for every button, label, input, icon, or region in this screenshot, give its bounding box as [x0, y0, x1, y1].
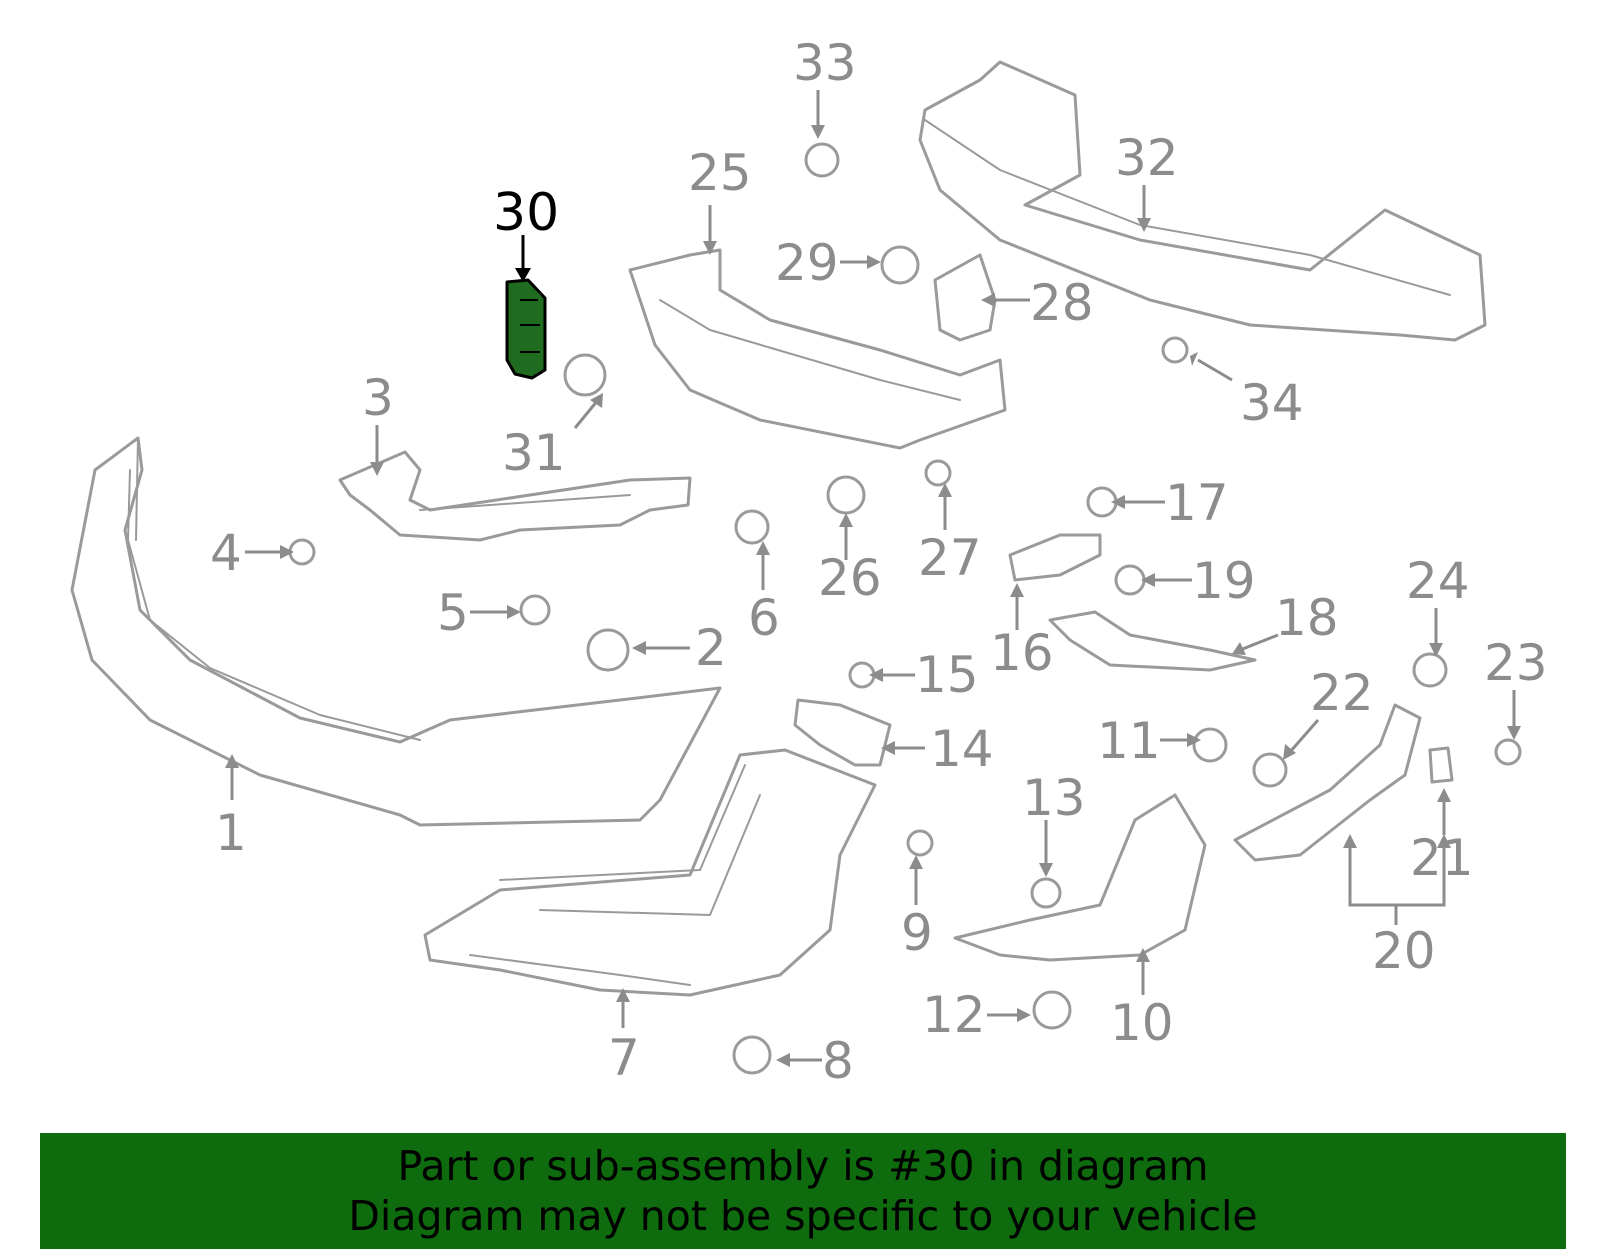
callout-5: 5 — [437, 584, 469, 642]
callout-17: 17 — [1165, 474, 1229, 532]
callout-7: 7 — [608, 1029, 640, 1087]
callout-26: 26 — [818, 549, 882, 607]
fastener-19 — [1114, 564, 1146, 596]
callout-19: 19 — [1192, 552, 1256, 610]
callout-10: 10 — [1110, 994, 1174, 1052]
fastener-27 — [924, 459, 952, 487]
callout-30: 30 — [493, 183, 559, 243]
callout-9: 9 — [901, 904, 933, 962]
callout-16: 16 — [990, 624, 1054, 682]
banner-line-1: Part or sub-assembly is #30 in diagram — [397, 1142, 1209, 1190]
part-30-highlighted — [505, 278, 547, 380]
fastener-6 — [734, 509, 770, 545]
callout-11: 11 — [1097, 712, 1161, 770]
callout-1: 1 — [215, 804, 247, 862]
callout-3: 3 — [362, 369, 394, 427]
callout-27: 27 — [918, 529, 982, 587]
info-banner: Part or sub-assembly is #30 in diagram D… — [40, 1133, 1566, 1249]
callout-14: 14 — [930, 720, 994, 778]
part-1-bumper-cover — [70, 436, 722, 827]
callout-labels: 30 1 2 3 4 5 6 7 8 9 10 11 12 13 14 15 1… — [210, 34, 1548, 1090]
callout-28: 28 — [1030, 274, 1094, 332]
fastener-13 — [1030, 877, 1062, 909]
callout-8: 8 — [822, 1032, 854, 1090]
callout-12: 12 — [922, 986, 986, 1044]
part-18-bracket — [1048, 610, 1257, 672]
fastener-11 — [1192, 727, 1228, 763]
fastener-8 — [732, 1035, 772, 1075]
callout-25: 25 — [688, 144, 752, 202]
fastener-24 — [1412, 652, 1448, 688]
fastener-23 — [1494, 738, 1522, 766]
callout-29: 29 — [775, 234, 839, 292]
callout-18: 18 — [1275, 589, 1339, 647]
callout-6: 6 — [748, 589, 780, 647]
callout-22: 22 — [1310, 664, 1374, 722]
fastener-31 — [563, 353, 607, 397]
part-14-bracket — [793, 698, 892, 767]
callout-arrows — [225, 90, 1521, 1067]
part-7-lower-grille — [423, 748, 877, 997]
part-16-bracket — [1008, 533, 1102, 582]
part-28-bracket — [933, 253, 997, 342]
callout-33: 33 — [793, 34, 857, 92]
fastener-2 — [586, 628, 630, 672]
fastener-9 — [906, 829, 934, 857]
callout-31: 31 — [502, 424, 566, 482]
fastener-29 — [880, 245, 920, 285]
part-10-side-bracket — [953, 793, 1207, 962]
callout-15: 15 — [915, 646, 979, 704]
part-21-clip — [1428, 746, 1454, 784]
callout-13: 13 — [1022, 769, 1086, 827]
callout-23: 23 — [1484, 634, 1548, 692]
fastener-5 — [519, 594, 551, 626]
callout-20: 20 — [1372, 922, 1436, 980]
callout-21: 21 — [1410, 829, 1474, 887]
callout-4: 4 — [210, 524, 242, 582]
fastener-12 — [1032, 990, 1072, 1030]
part-20-side-bracket — [1233, 703, 1422, 862]
fastener-33 — [804, 142, 840, 178]
fastener-34 — [1161, 336, 1189, 364]
callout-32: 32 — [1115, 129, 1179, 187]
banner-line-2: Diagram may not be specific to your vehi… — [348, 1192, 1258, 1240]
callout-2: 2 — [695, 619, 727, 677]
part-32-reinforcement-beam — [918, 60, 1487, 342]
fastener-22 — [1252, 752, 1288, 788]
part-25-absorber — [628, 248, 1007, 450]
callout-34: 34 — [1240, 374, 1304, 432]
callout-24: 24 — [1406, 552, 1470, 610]
part-3-bracket — [338, 450, 692, 542]
fastener-26 — [826, 475, 866, 515]
